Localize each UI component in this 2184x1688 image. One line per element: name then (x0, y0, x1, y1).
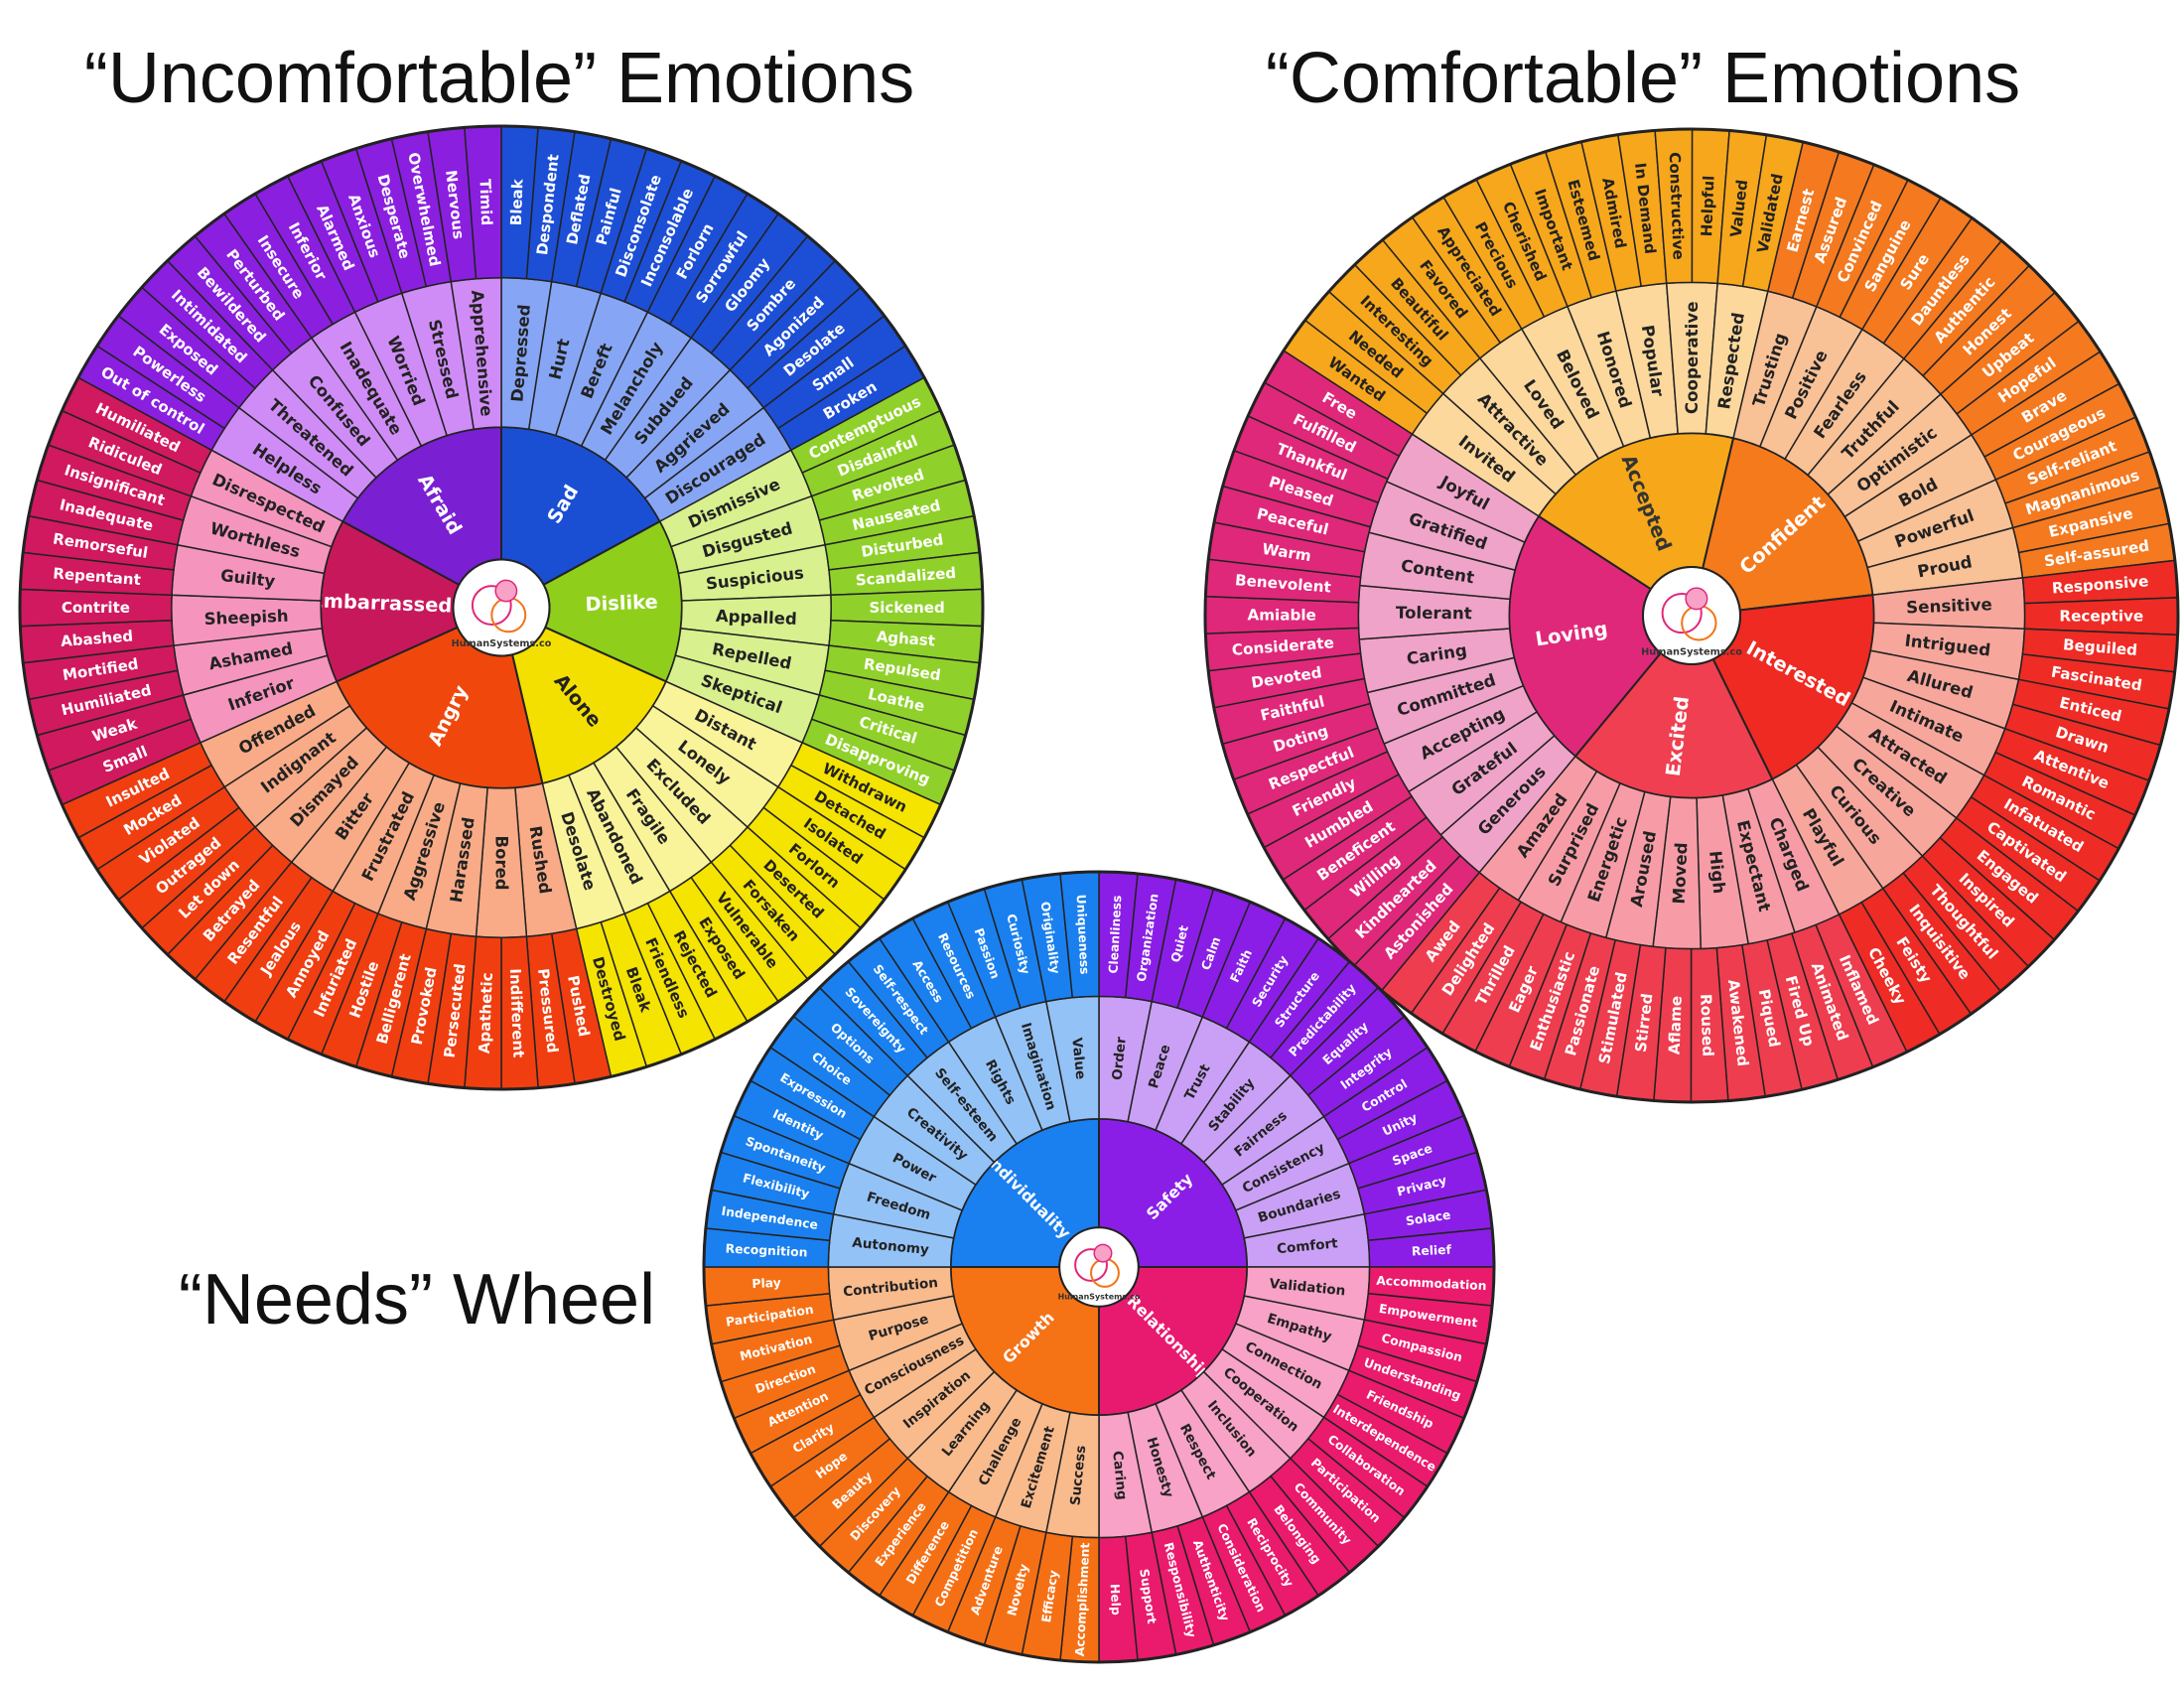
sector-dislike[interactable]: DislikeDismissiveDisgustedSuspiciousAppa… (542, 376, 984, 806)
wheel-comfortable: AcceptedInvitedAttractiveLovedBelovedHon… (1203, 127, 2180, 1104)
middle-label: Success (1067, 1445, 1089, 1506)
core-label: Embarrassed (310, 589, 453, 617)
outer-label: Helpful (1698, 175, 1717, 236)
sector-angry[interactable]: AngryRushedBoredHarassedAggressiveFrustr… (61, 626, 613, 1090)
wheel-border (18, 124, 985, 1091)
svg-text:HumanSystems.co: HumanSystems.co (452, 638, 552, 649)
middle-label: Caring (1109, 1450, 1130, 1500)
outer-label: Timid (476, 179, 495, 226)
outer-label: Constructive (1666, 152, 1688, 260)
middle-label: High (1706, 850, 1728, 895)
sector-embarrassed[interactable]: EmbarrassedInferiorAshamedSheepishGuilty… (19, 376, 461, 806)
sector-excited[interactable]: ExcitedChargedExpectantHighMovedArousedE… (1380, 651, 1908, 1103)
middle-label: Sheepish (204, 607, 289, 629)
middle-label: Bored (492, 836, 511, 891)
outer-label: Recognition (725, 1242, 807, 1260)
middle-label: Appalled (716, 607, 797, 629)
outer-label: Cleanliness (1107, 895, 1125, 974)
humansystems-logo: HumanSystems.co (452, 558, 552, 657)
outer-label: Aghast (876, 628, 936, 649)
sector-growth[interactable]: GrowthSuccessExcitementChallengeLearning… (703, 1266, 1100, 1663)
outer-label: Help (1108, 1584, 1124, 1617)
title-comfortable: “Comfortable” Emotions (1265, 39, 2021, 118)
svg-text:HumanSystems.co: HumanSystems.co (1058, 1292, 1141, 1301)
outer-label: Indifferent (506, 968, 527, 1058)
outer-label: Aflame (1665, 995, 1685, 1055)
wheel-border (1203, 127, 2180, 1104)
outer-label: Relief (1412, 1243, 1452, 1259)
outer-label: Roused (1697, 994, 1716, 1057)
sector-interested[interactable]: InterestedSensitiveIntriguedAlluredIntim… (1711, 559, 2179, 1054)
outer-label: Accomplishment (1073, 1542, 1093, 1656)
middle-label: Cooperative (1683, 301, 1702, 414)
middle-label: Autonomy (852, 1235, 930, 1259)
outer-label: Contrite (62, 599, 130, 617)
middle-label: Moved (1670, 842, 1692, 905)
middle-label: Value (1068, 1037, 1088, 1080)
middle-label: Sensitive (1906, 595, 1992, 617)
outer-label: Accommodation (1376, 1274, 1487, 1293)
outer-label: Play (751, 1276, 781, 1291)
outer-label: Uniqueness (1074, 894, 1092, 974)
outer-label: Solace (1405, 1208, 1451, 1229)
sector-individuality[interactable]: IndividualityAutonomyFreedomPowerCreativ… (703, 871, 1100, 1268)
middle-label: Tolerant (1396, 604, 1472, 624)
sector-relationship[interactable]: RelationshipValidationEmpathyConnectionC… (1098, 1266, 1495, 1663)
outer-label: Beguiled (2062, 635, 2137, 659)
humansystems-logo: HumanSystems.co (1641, 566, 1742, 665)
outer-label: Abashed (60, 628, 133, 651)
middle-label: Order (1110, 1036, 1130, 1080)
outer-label: Amiable (1247, 606, 1315, 624)
outer-label: Apathetic (476, 972, 496, 1054)
svg-text:HumanSystems.co: HumanSystems.co (1641, 646, 1742, 657)
middle-label: Comfort (1276, 1235, 1338, 1257)
humansystems-logo: HumanSystems.co (1058, 1226, 1141, 1308)
title-needs: “Needs” Wheel (178, 1260, 656, 1339)
outer-label: Bleak (507, 178, 527, 226)
sector-afraid[interactable]: AfraidHelplessThreatenedConfusedInadequa… (76, 125, 502, 587)
title-uncomfortable: “Uncomfortable” Emotions (83, 39, 915, 118)
outer-label: Sickened (869, 599, 944, 617)
sector-loving[interactable]: LovingGenerousGratefulAcceptingCommitted… (1204, 350, 1663, 992)
outer-label: Receptive (2059, 607, 2143, 625)
middle-label: Validation (1269, 1276, 1346, 1299)
wheel-border (702, 870, 1496, 1664)
core-label: Dislike (585, 590, 658, 616)
